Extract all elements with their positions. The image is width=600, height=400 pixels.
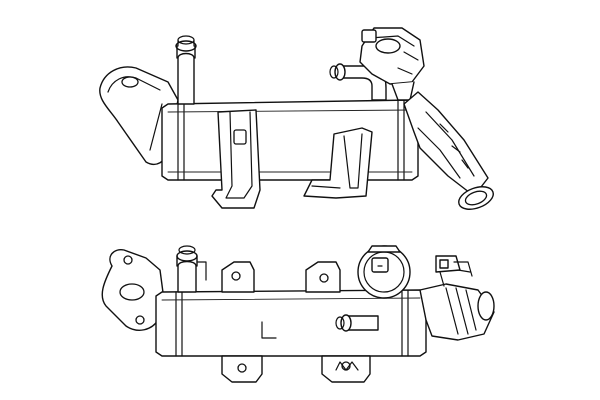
cooler-body [161,99,419,181]
coolant-stub-side [335,314,379,332]
egr-cooler-top-view [99,27,494,210]
egr-valve-actuator [359,27,425,101]
mounting-tab-top-1 [221,261,255,293]
outlet-side [419,255,495,341]
mounting-tab-top-2 [305,261,341,293]
coolant-pipe-side [176,245,207,293]
valve-housing-side [357,245,411,299]
mounting-bracket-1 [211,109,261,209]
egr-cooler-side-view [101,245,495,383]
mounting-tab-bottom-2 [321,355,371,383]
inlet-flange-side [101,249,165,331]
cooler-body-side [155,289,427,357]
outlet-elbow [403,91,494,210]
mounting-tab-bottom-1 [221,355,263,383]
coolant-pipe-left [175,35,197,105]
mounting-bracket-2 [303,127,373,199]
